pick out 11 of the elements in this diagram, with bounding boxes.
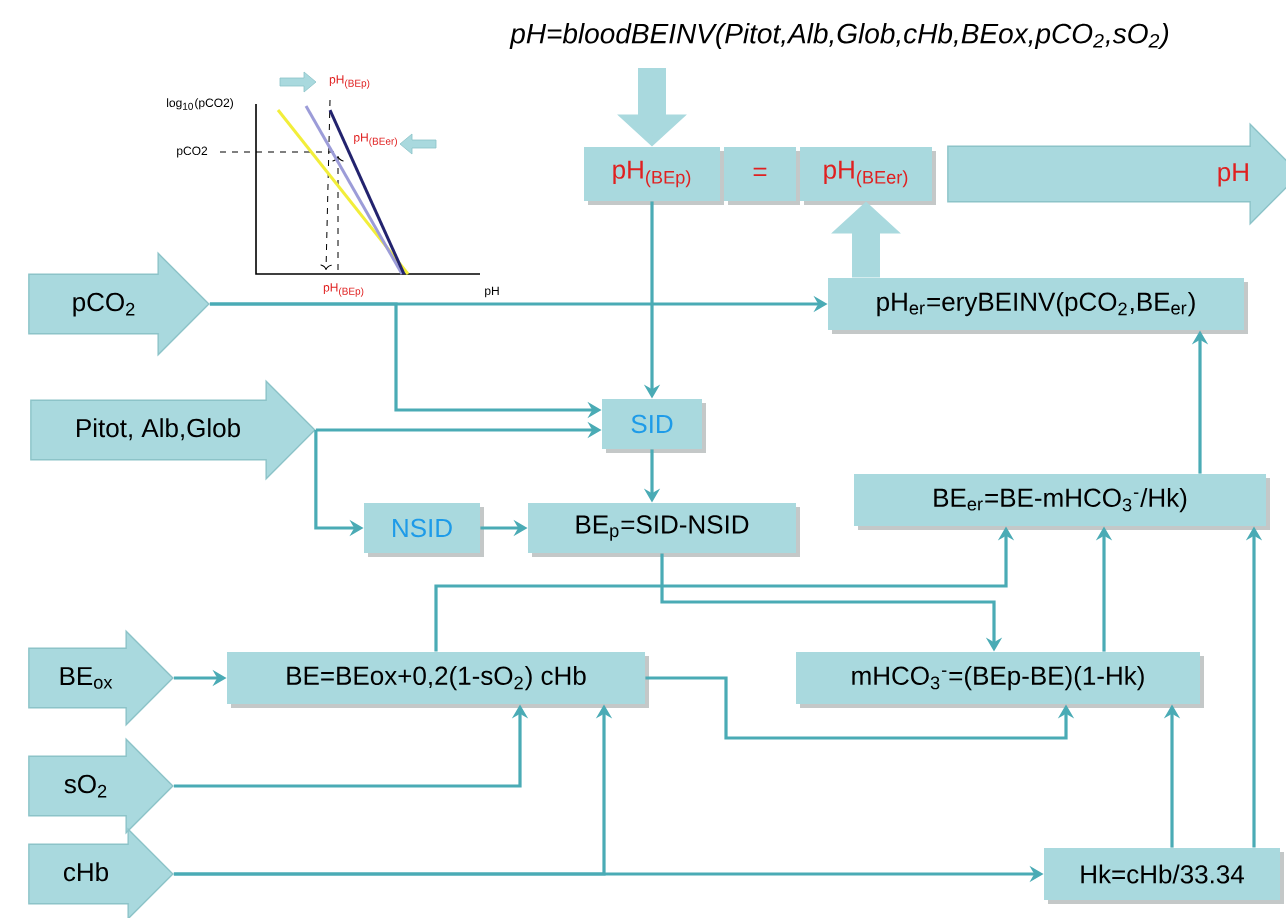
formula-box: = [724,147,800,205]
formula-box: pH$_{er}$=eryBEINV(pCO$_{2}$,BE$_{er}$) [828,278,1248,334]
formula-box: mHCO$_{3}$$^{-}$=(BEp-BE)(1-Hk) [796,652,1204,708]
formula-box: BE$_{er}$=BE-mHCO$_{3}$$^{-}$/Hk) [854,474,1270,530]
input-label: cHb [28,827,174,918]
formula-box: BE=BEox+0,2(1-sO$_{2}$) cHb [227,652,649,708]
title: pH=bloodBEINV(Pitot,Alb,Glob,cHb,BEox,pCO$_{2}$,sO$_{2}$) [509,22,1169,50]
formula-box: BE$_{p}$=SID-NSID [528,503,800,557]
formula-box: Hk=cHb/33.34 [1044,848,1284,904]
formula-box: SID [602,399,706,453]
formula-box: NSID [364,503,484,557]
